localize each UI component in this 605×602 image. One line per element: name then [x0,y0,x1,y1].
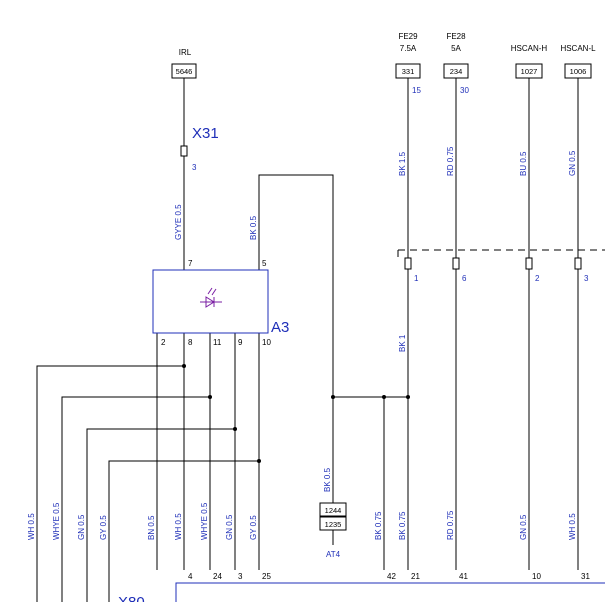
conn-pin-2: 2 [535,274,540,283]
ref-code-1027: 1027 [521,67,538,76]
bottom-label-bn: BN 0.5 [147,515,156,540]
bottom-pin-41: 41 [459,572,468,581]
bottom-label-gn-2: GN 0.5 [225,514,234,540]
bottom-pin-4: 4 [188,572,193,581]
a3-bottom-pin-2: 2 [161,338,166,347]
at4-box-1244 [319,502,347,517]
bottom-label-gn05: GN 0.5 [519,514,528,540]
at4-label: AT4 [326,550,341,559]
bottom-pin-21: 21 [411,572,420,581]
ref-code-1006: 1006 [570,67,587,76]
x31-pin-terminal [180,145,188,157]
bottom-pin-42: 42 [387,572,396,581]
conn-pin-6: 6 [462,274,467,283]
ref-name-hscan-l: HSCAN-L [560,44,596,53]
wires [36,78,579,602]
ref-code-5646: 5646 [176,67,193,76]
wire-label-gyye: GYYE 0.5 [174,204,183,240]
bottom-label-gy-2: GY 0.5 [249,515,258,540]
ref-fuse-fe29: 7.5A [400,44,417,53]
at4-code-1235: 1235 [325,520,342,529]
x31-pin: 3 [192,163,197,172]
ref-code-331: 331 [402,67,415,76]
bottom-label-wh05: WH 0.5 [568,513,577,540]
ref-name-fe28: FE28 [446,32,466,41]
wire-label-gn05-top: GN 0.5 [568,150,577,176]
bottom-pin-10: 10 [532,572,541,581]
bottom-label-whye-2: WHYE 0.5 [200,502,209,540]
bottom-pin-25: 25 [262,572,271,581]
conn-pin-3: 3 [584,274,589,283]
wire-label-bu05: BU 0.5 [519,151,528,176]
a3-top-pin-5: 5 [262,259,267,268]
bottom-label-wh-1: WH 0.5 [27,513,36,540]
a3-bottom-pin-9: 9 [238,338,243,347]
led-icon [200,287,222,308]
bottom-pin-31: 31 [581,572,590,581]
at4-code-1244: 1244 [325,506,342,515]
a3-top-pin-7: 7 [188,259,193,268]
x31-label: X31 [192,125,219,142]
wire-label-bk15: BK 1.5 [398,151,407,176]
bottom-label-whye-1: WHYE 0.5 [52,502,61,540]
bottom-pin-24: 24 [213,572,222,581]
bottom-pin-3: 3 [238,572,243,581]
bottom-connector-box [175,582,605,602]
ref-pin-30: 30 [460,86,469,95]
bottom-connector-label: X80 [118,594,145,602]
ref-name-irl: IRL [179,48,192,57]
conn-pin-1: 1 [414,274,419,283]
ref-name-fe29: FE29 [398,32,418,41]
bottom-label-gn-1: GN 0.5 [77,514,86,540]
a3-bottom-pin-11: 11 [213,338,222,347]
module-a3-label: A3 [271,319,289,336]
bottom-label-bk075-1: BK 0.75 [374,511,383,540]
a3-bottom-pin-10: 10 [262,338,271,347]
bottom-label-bk075-2: BK 0.75 [398,511,407,540]
bottom-label-wh-2: WH 0.5 [174,513,183,540]
bottom-label-gy-1: GY 0.5 [99,515,108,540]
bottom-label-rd075: RD 0.75 [446,510,455,540]
at4-box-1235 [319,516,347,531]
wire-label-bk05-top: BK 0.5 [249,215,258,240]
dashed-connector-terminals [404,257,582,270]
ref-pin-15: 15 [412,86,421,95]
junction-nodes [182,364,410,463]
wire-label-bk1: BK 1 [398,334,407,352]
ref-code-234: 234 [450,67,463,76]
wire-label-rd075-top: RD 0.75 [446,146,455,176]
ref-name-hscan-h: HSCAN-H [511,44,548,53]
ref-fuse-fe28: 5A [451,44,461,53]
a3-bottom-pin-8: 8 [188,338,193,347]
at4-wire-label: BK 0.5 [323,467,332,492]
